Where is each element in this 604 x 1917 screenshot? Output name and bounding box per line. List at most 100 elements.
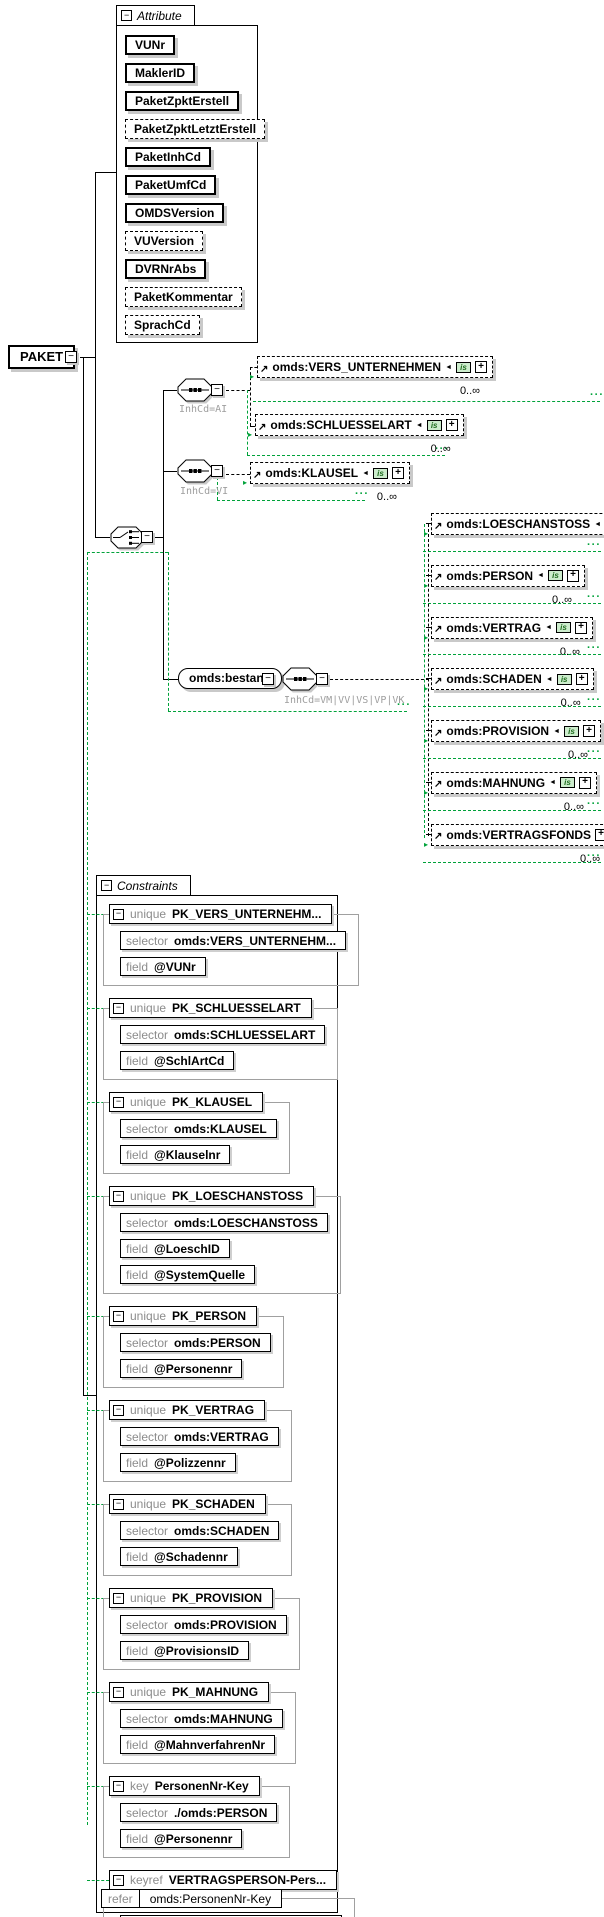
collapse-minus-icon[interactable] — [113, 1686, 124, 1698]
constraint-body: selector omds:PROVISION field @Provision… — [103, 1598, 300, 1670]
collapse-minus-icon[interactable] — [113, 908, 124, 920]
constraint-header[interactable]: unique PK_VERS_UNTERNEHM... — [109, 904, 333, 924]
constraint-row[interactable]: selector ./omds:VERTRAG/omds:V... — [120, 1915, 342, 1917]
attribute-item[interactable]: PaketKommentar — [125, 287, 242, 307]
root-element-paket[interactable]: PAKET — [8, 345, 76, 369]
constraint-row-kind: selector — [126, 1523, 169, 1538]
collapse-minus-icon[interactable] — [113, 1592, 124, 1604]
attribute-item[interactable]: PaketZpktErstell — [125, 91, 240, 111]
bestand-element-column: ▸ ↗ omds:LOESCHANSTOSS ◄ is 0..∞ ▸ ↗ omd… — [423, 513, 604, 876]
constraint-header[interactable]: unique PK_LOESCHANSTOSS — [109, 1186, 315, 1206]
expand-plus-icon[interactable] — [595, 828, 604, 841]
constraint-row[interactable]: selector omds:SCHLUESSELART — [120, 1025, 326, 1044]
expand-plus-icon[interactable] — [567, 569, 580, 582]
constraint-header[interactable]: unique PK_MAHNUNG — [109, 1682, 270, 1702]
constraint-row[interactable]: selector omds:VERS_UNTERNEHM... — [120, 931, 347, 950]
constraint-header[interactable]: unique PK_KLAUSEL — [109, 1092, 264, 1112]
constraint-row-kind: field — [126, 1053, 149, 1068]
constraint-header[interactable]: keyref VERTRAGSPERSON-Pers... — [109, 1870, 338, 1890]
element-ref-vers-unternehmen[interactable]: ▸ ↗ omds:VERS_UNTERNEHMEN ◄ is — [250, 356, 494, 381]
constraint-header[interactable]: unique PK_SCHADEN — [109, 1494, 266, 1514]
expand-plus-icon[interactable] — [575, 621, 587, 634]
attribute-item[interactable]: MaklerID — [125, 63, 196, 83]
expand-plus-icon[interactable] — [392, 467, 404, 479]
constraint-row-value: @Personennr — [154, 1361, 233, 1376]
constraint-row[interactable]: field @Personennr — [120, 1359, 243, 1378]
attribute-item[interactable]: DVRNrAbs — [125, 259, 207, 279]
collapse-minus-icon[interactable] — [113, 1874, 124, 1886]
element-ref[interactable]: ▸ ↗ omds:LOESCHANSTOSS ◄ is — [424, 513, 604, 538]
element-ref-schluesselart[interactable]: ▸ ↗ omds:SCHLUESSELART ◄ is — [248, 414, 464, 439]
constraint-row[interactable]: selector omds:VERTRAG — [120, 1427, 279, 1446]
choice-compositor-icon[interactable] — [110, 526, 144, 549]
element-ref[interactable]: ▸ ↗ omds:PERSON ◄ is — [424, 564, 586, 589]
attribute-item[interactable]: SprachCd — [125, 315, 200, 335]
element-ref[interactable]: ▸ ↗ omds:VERTRAGSFONDS ◄ — [424, 823, 604, 848]
constraint-row-kind: field — [126, 1361, 149, 1376]
element-ref-klausel[interactable]: ▸ ↗ omds:KLAUSEL ◄ is — [243, 462, 410, 487]
constraint-row[interactable]: field @MahnverfahrenNr — [120, 1735, 276, 1754]
element-label: omds:VERTRAGSFONDS — [446, 827, 592, 842]
element-wrap: ▸ ↗ omds:PROVISION ◄ is 0..∞ — [424, 720, 602, 761]
collapse-minus-icon[interactable] — [113, 1190, 124, 1202]
constraint-header[interactable]: key PersonenNr-Key — [109, 1776, 260, 1796]
constraint-row[interactable]: selector omds:PERSON — [120, 1333, 271, 1352]
constraint-group: unique PK_PERSON selector omds:PERSON fi… — [103, 1306, 284, 1388]
expand-plus-icon[interactable] — [579, 776, 591, 789]
collapse-minus-icon[interactable] — [113, 1096, 124, 1108]
constraint-row[interactable]: selector omds:SCHADEN — [120, 1521, 280, 1540]
collapse-minus-icon[interactable] — [316, 673, 328, 685]
collapse-minus-icon[interactable] — [211, 384, 223, 396]
sequence-compositor-icon[interactable] — [177, 378, 213, 402]
collapse-minus-icon[interactable] — [113, 1498, 124, 1510]
constraint-header[interactable]: unique PK_SCHLUESSELART — [109, 998, 312, 1018]
constraint-row[interactable]: selector omds:PROVISION — [120, 1615, 287, 1634]
constraint-row[interactable]: selector ./omds:PERSON — [120, 1803, 278, 1822]
collapse-minus-icon[interactable] — [65, 351, 77, 363]
expand-plus-icon[interactable] — [583, 725, 596, 738]
collapse-minus-icon[interactable] — [113, 1404, 124, 1416]
cardinality-label: 0..∞ — [580, 852, 601, 865]
attribute-item[interactable]: VUVersion — [125, 231, 204, 251]
constraint-header[interactable]: unique PK_PERSON — [109, 1306, 258, 1326]
constraint-header[interactable]: unique PK_PROVISION — [109, 1588, 274, 1608]
collapse-minus-icon[interactable] — [113, 1310, 124, 1322]
collapse-minus-icon[interactable] — [113, 1780, 124, 1792]
connector-line-dashed — [226, 390, 250, 391]
expand-plus-icon[interactable] — [445, 419, 458, 431]
constraint-row[interactable]: selector omds:KLAUSEL — [120, 1119, 277, 1138]
element-ref[interactable]: ▸ ↗ omds:MAHNUNG ◄ is — [424, 771, 597, 796]
attribute-item[interactable]: PaketZpktLetztErstell — [125, 119, 266, 139]
constraint-row[interactable]: field @Schadennr — [120, 1547, 238, 1566]
attribute-item[interactable]: OMDSVersion — [125, 203, 225, 223]
constraint-row[interactable]: field @VUNr — [120, 957, 206, 976]
expand-plus-icon[interactable] — [575, 673, 588, 686]
constraint-row[interactable]: field @SchlArtCd — [120, 1051, 235, 1070]
constraint-row[interactable]: field @ProvisionsID — [120, 1641, 250, 1660]
collapse-minus-icon[interactable] — [211, 465, 223, 477]
constraint-row[interactable]: selector omds:LOESCHANSTOSS — [120, 1213, 328, 1232]
attribute-item[interactable]: PaketUmfCd — [125, 175, 217, 195]
collapse-minus-icon[interactable] — [113, 1002, 124, 1014]
collapse-minus-icon[interactable] — [141, 531, 153, 543]
constraint-refer-row[interactable]: refer omds:PersonenNr-Key — [101, 1889, 283, 1908]
constraint-row[interactable]: selector omds:MAHNUNG — [120, 1709, 283, 1728]
constraint-row[interactable]: field @Personennr — [120, 1829, 243, 1848]
expand-plus-icon[interactable] — [475, 361, 488, 373]
collapse-minus-icon[interactable] — [262, 673, 274, 685]
constraint-row[interactable]: field @Polizzennr — [120, 1453, 236, 1472]
element-bestand[interactable]: omds:bestand — [178, 668, 283, 689]
sequence-compositor-icon[interactable] — [282, 667, 318, 691]
constraint-row[interactable]: field @LoeschID — [120, 1239, 230, 1258]
sequence-compositor-icon[interactable] — [177, 459, 213, 483]
element-ref[interactable]: ▸ ↗ omds:PROVISION ◄ is — [424, 720, 602, 745]
collapse-minus-icon[interactable] — [121, 10, 132, 21]
attribute-item[interactable]: PaketInhCd — [125, 147, 212, 167]
attribute-item[interactable]: VUNr — [125, 35, 176, 55]
element-ref[interactable]: ▸ ↗ omds:VERTRAG ◄ is — [424, 616, 593, 641]
element-ref[interactable]: ▸ ↗ omds:SCHADEN ◄ is — [424, 668, 594, 693]
collapse-minus-icon[interactable] — [101, 880, 112, 891]
constraint-row[interactable]: field @SystemQuelle — [120, 1265, 256, 1284]
constraint-header[interactable]: unique PK_VERTRAG — [109, 1400, 266, 1420]
constraint-row[interactable]: field @Klauselnr — [120, 1145, 231, 1164]
